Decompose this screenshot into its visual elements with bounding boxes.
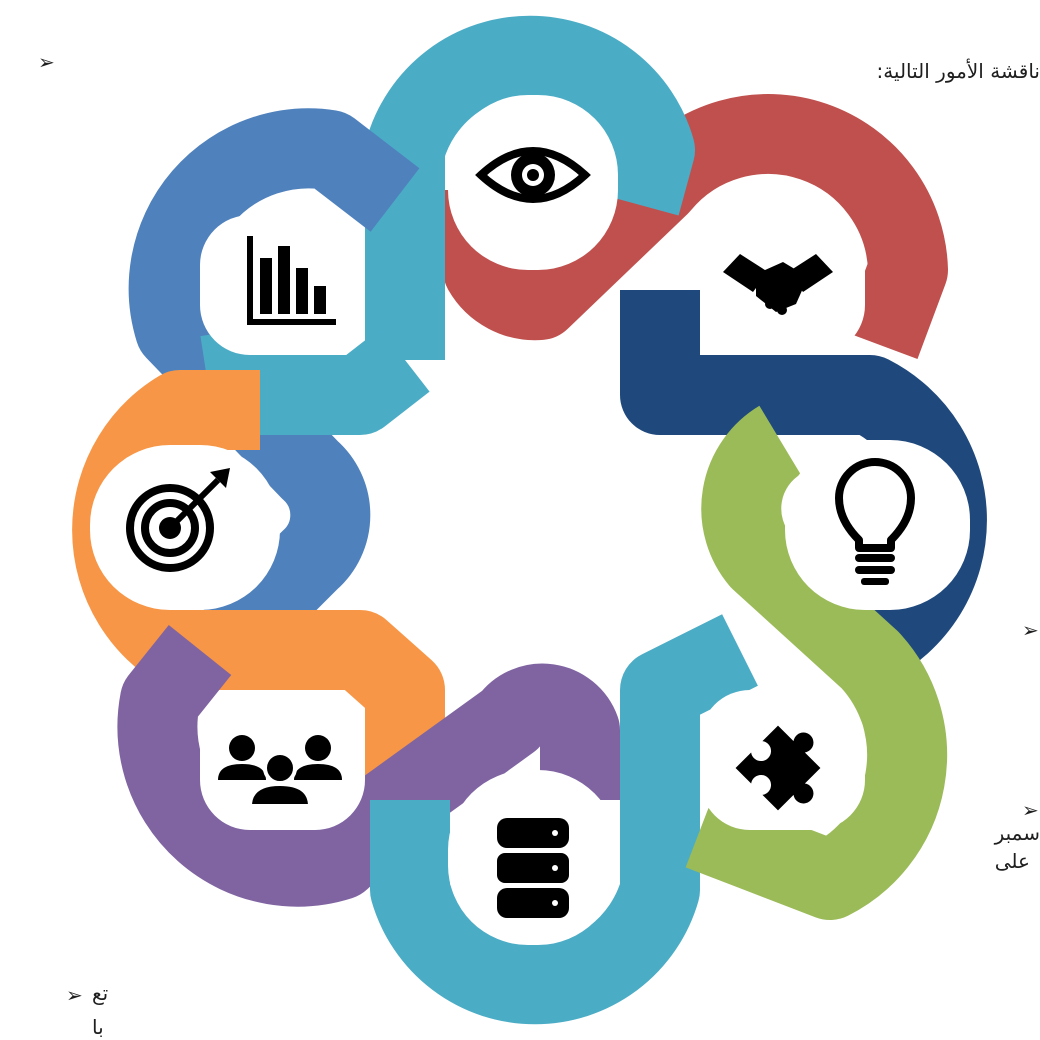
target-icon	[126, 468, 230, 572]
card-target	[90, 445, 280, 610]
bullet-top: ➢	[38, 50, 55, 74]
bullet-bottom: ➢	[66, 983, 83, 1007]
lightbulb-icon	[835, 458, 915, 585]
eye-icon	[475, 147, 591, 203]
bullet-right-1: ➢	[1022, 618, 1039, 642]
handshake-icon	[723, 254, 833, 315]
heading-fragment: ناقشة الأمور التالية:	[876, 59, 1040, 83]
card-lightbulb	[785, 440, 970, 610]
ribbon-teal-bottom	[370, 614, 758, 1025]
ribbon-purple	[117, 625, 620, 907]
ribbon-blue	[128, 108, 420, 679]
ribbon-teal-left	[200, 323, 430, 435]
ribbon-teal-top	[365, 15, 695, 360]
team-icon	[218, 735, 342, 808]
ribbon-green	[685, 405, 948, 920]
bottom-text-line-1: تع	[92, 981, 109, 1005]
ribbon-red	[443, 94, 948, 359]
right-text-line-1: سمبر	[994, 821, 1040, 845]
bar-chart-icon	[247, 236, 336, 325]
bottom-text-line-2: با	[92, 1015, 104, 1039]
right-text-line-2: على	[994, 849, 1030, 873]
database-icon	[497, 818, 569, 918]
puzzle-icon	[735, 725, 821, 811]
bullet-right-2: ➢	[1022, 798, 1039, 822]
